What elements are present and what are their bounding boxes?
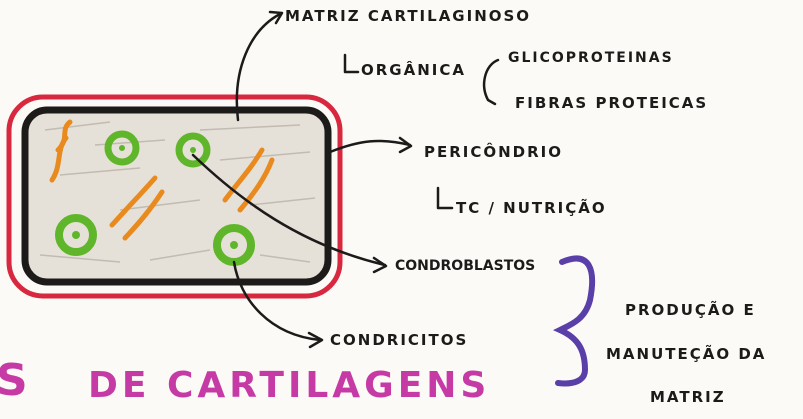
perichondrium-layer	[6, 94, 343, 299]
label-manutencao: MANUTEÇÃO DA	[606, 345, 767, 363]
arrow-icon	[328, 139, 412, 154]
label-matriz-final: MATRIZ	[650, 388, 726, 406]
page-title: DE CARTILAGENS	[88, 365, 491, 406]
cell-3	[55, 214, 97, 256]
protein-fibers	[49, 119, 275, 241]
title-fragment: S	[0, 355, 32, 406]
label-condroblastos: CONDROBLASTOS	[395, 258, 536, 274]
branch-icon	[482, 58, 500, 106]
arrow-icon	[398, 136, 413, 154]
label-fibras: FIBRAS PROTEICAS	[515, 94, 709, 112]
label-condricitos: CONDRICITOS	[330, 331, 469, 349]
label-organica: ORGÂNICA	[361, 61, 466, 79]
branch-icon	[436, 186, 454, 210]
arrow-icon	[232, 260, 322, 342]
brace-icon	[552, 255, 596, 387]
arrow-icon	[307, 331, 324, 349]
cell-2	[175, 132, 211, 168]
branch-icon	[343, 53, 360, 74]
label-producao: PRODUÇÃO E	[625, 301, 756, 319]
label-pericondrio: PERICÔNDRIO	[424, 143, 564, 161]
arrow-icon	[191, 153, 387, 267]
label-glicoproteinas: GLICOPROTEINAS	[508, 50, 674, 66]
label-matriz: MATRIZ CARTILAGINOSO	[285, 7, 532, 25]
arrow-icon	[235, 12, 282, 122]
label-tc-nutricao: TC / NUTRIÇÃO	[456, 199, 607, 217]
arrow-icon	[268, 10, 284, 25]
arrow-icon	[372, 256, 388, 274]
cell-1	[104, 130, 140, 166]
